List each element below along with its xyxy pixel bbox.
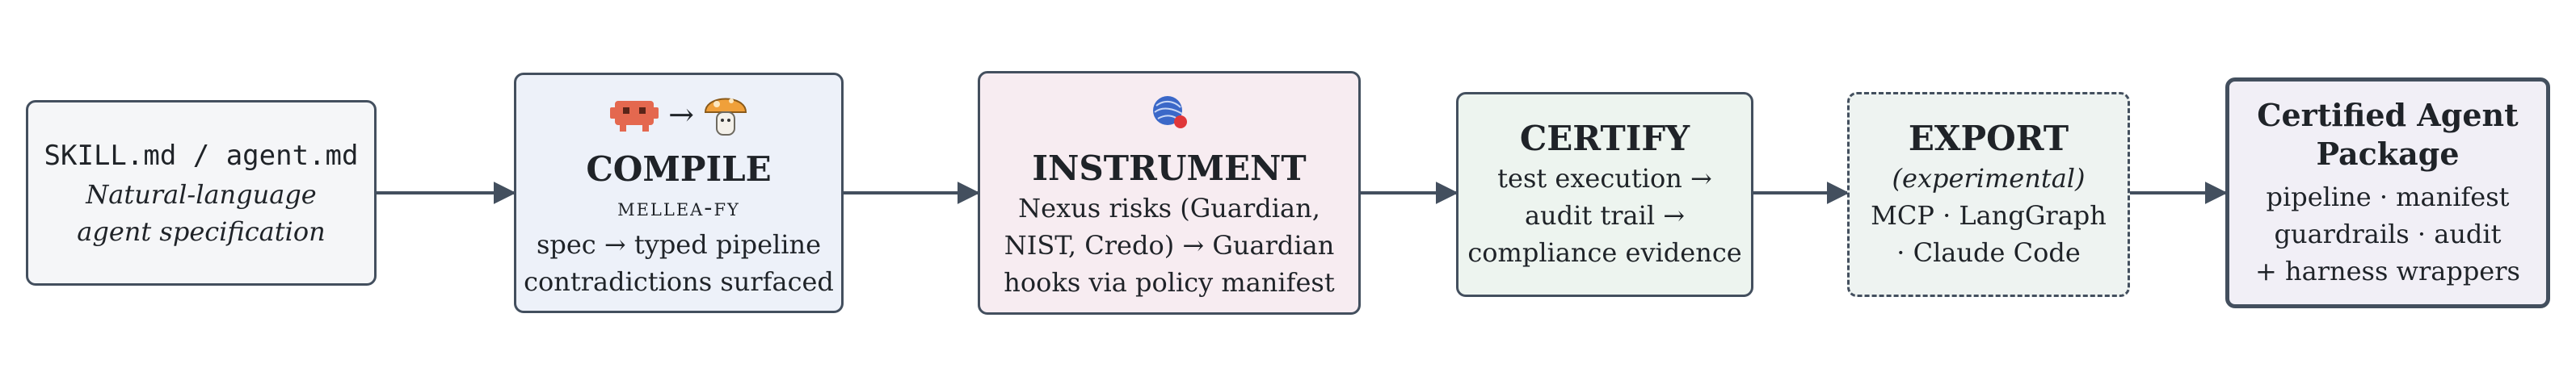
package-line2: guardrails · audit <box>2274 219 2502 249</box>
instrument-line1: Nexus risks (Guardian, <box>1018 193 1320 224</box>
certify-line3: compliance evidence <box>1467 237 1742 268</box>
certify-title: CERTIFY <box>1519 119 1690 158</box>
skill-desc-line1: Natural-language <box>86 179 317 210</box>
instrument-line3: hooks via policy manifest <box>1004 267 1335 298</box>
compile-subtitle: mellea-fy <box>617 194 740 222</box>
instrument-icons <box>1148 85 1190 143</box>
package-line3: + harness wrappers <box>2255 256 2520 286</box>
export-box: EXPORT (experimental) MCP · LangGraph · … <box>1847 92 2130 297</box>
export-line2: · Claude Code <box>1896 237 2081 268</box>
compile-transform-arrow: → <box>668 97 694 132</box>
certify-line2: audit trail → <box>1524 200 1686 231</box>
instrument-title: INSTRUMENT <box>1032 148 1307 188</box>
mushroom-icon <box>702 86 749 143</box>
package-box: Certified Agent Package pipeline · manif… <box>2225 77 2550 308</box>
compile-icons: → <box>608 86 749 144</box>
compile-line2: contradictions surfaced <box>524 266 834 297</box>
certify-line1: test execution → <box>1497 163 1712 194</box>
package-title-line2: Package <box>2316 136 2460 172</box>
instrument-box: INSTRUMENT Nexus risks (Guardian, NIST, … <box>978 71 1361 315</box>
robot-icon <box>608 93 660 136</box>
instrument-line2: NIST, Credo) → Guardian <box>1004 230 1335 261</box>
certify-box: CERTIFY test execution → audit trail → c… <box>1456 92 1753 297</box>
skill-spec-box: SKILL.md / agent.md Natural-language age… <box>26 100 377 286</box>
package-title-line1: Certified Agent <box>2257 97 2519 133</box>
compile-title: COMPILE <box>586 149 772 189</box>
skill-desc-line2: agent specification <box>77 216 326 247</box>
yarn-ball-icon <box>1148 91 1190 136</box>
export-note: (experimental) <box>1892 163 2086 194</box>
export-title: EXPORT <box>1908 119 2069 158</box>
package-line1: pipeline · manifest <box>2266 182 2510 212</box>
compile-line1: spec → typed pipeline <box>536 229 822 260</box>
skill-file-label: SKILL.md / agent.md <box>44 140 359 172</box>
export-line1: MCP · LangGraph <box>1871 200 2107 231</box>
compile-box: → COMPILE mellea-fy spec → typed pipelin… <box>514 73 844 313</box>
